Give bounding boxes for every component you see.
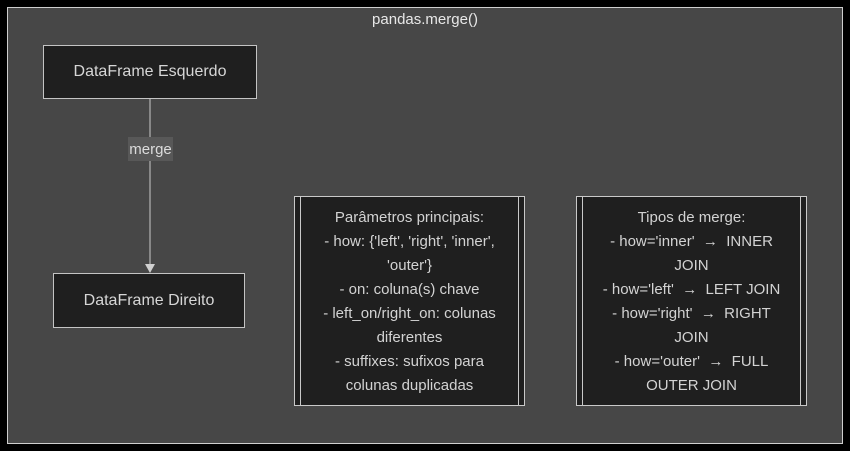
node-label: DataFrame Direito: [83, 291, 215, 309]
note-line: - how='left' → LEFT JOIN: [602, 281, 781, 298]
subroutine-left-bar: [300, 197, 301, 405]
note-line: - how='right' → RIGHT: [612, 305, 771, 322]
merge-diagram: pandas.merge() DataFrame Esquerdo merge …: [7, 7, 843, 444]
subroutine-left-bar: [582, 197, 583, 405]
arrow-down-icon: [145, 264, 155, 273]
note-line: - suffixes: sufixos para: [335, 353, 484, 370]
note-line: Parâmetros principais:: [334, 209, 485, 226]
node-label: DataFrame Esquerdo: [73, 63, 227, 80]
note-line: - how='inner' → INNER: [610, 233, 773, 250]
subroutine-right-bar: [518, 197, 519, 405]
note-line: - how: {'left', 'right', 'inner',: [324, 233, 495, 250]
note-parametros-principais: Parâmetros principais: - how: {'left', '…: [294, 196, 525, 406]
diagram-title: pandas.merge(): [372, 11, 478, 28]
note-line: JOIN: [674, 257, 709, 274]
subroutine-right-bar: [800, 197, 801, 405]
note-line: diferentes: [376, 329, 443, 346]
note-line: colunas duplicadas: [345, 377, 474, 394]
note-tipos-de-merge: Tipos de merge: - how='inner' → INNER JO…: [576, 196, 807, 406]
node-dataframe-esquerdo: DataFrame Esquerdo: [43, 45, 257, 99]
note-line: - left_on/right_on: colunas: [323, 305, 496, 322]
note-line: - on: coluna(s) chave: [339, 281, 480, 298]
note-line: - how='outer' → FULL: [614, 353, 769, 370]
note-line: JOIN: [674, 329, 709, 346]
node-dataframe-direito: DataFrame Direito: [53, 273, 245, 328]
edge-label-merge: merge: [128, 137, 173, 161]
note-line: OUTER JOIN: [646, 377, 737, 394]
note-line: Tipos de merge:: [637, 209, 746, 226]
note-line: 'outer'}: [387, 257, 432, 274]
